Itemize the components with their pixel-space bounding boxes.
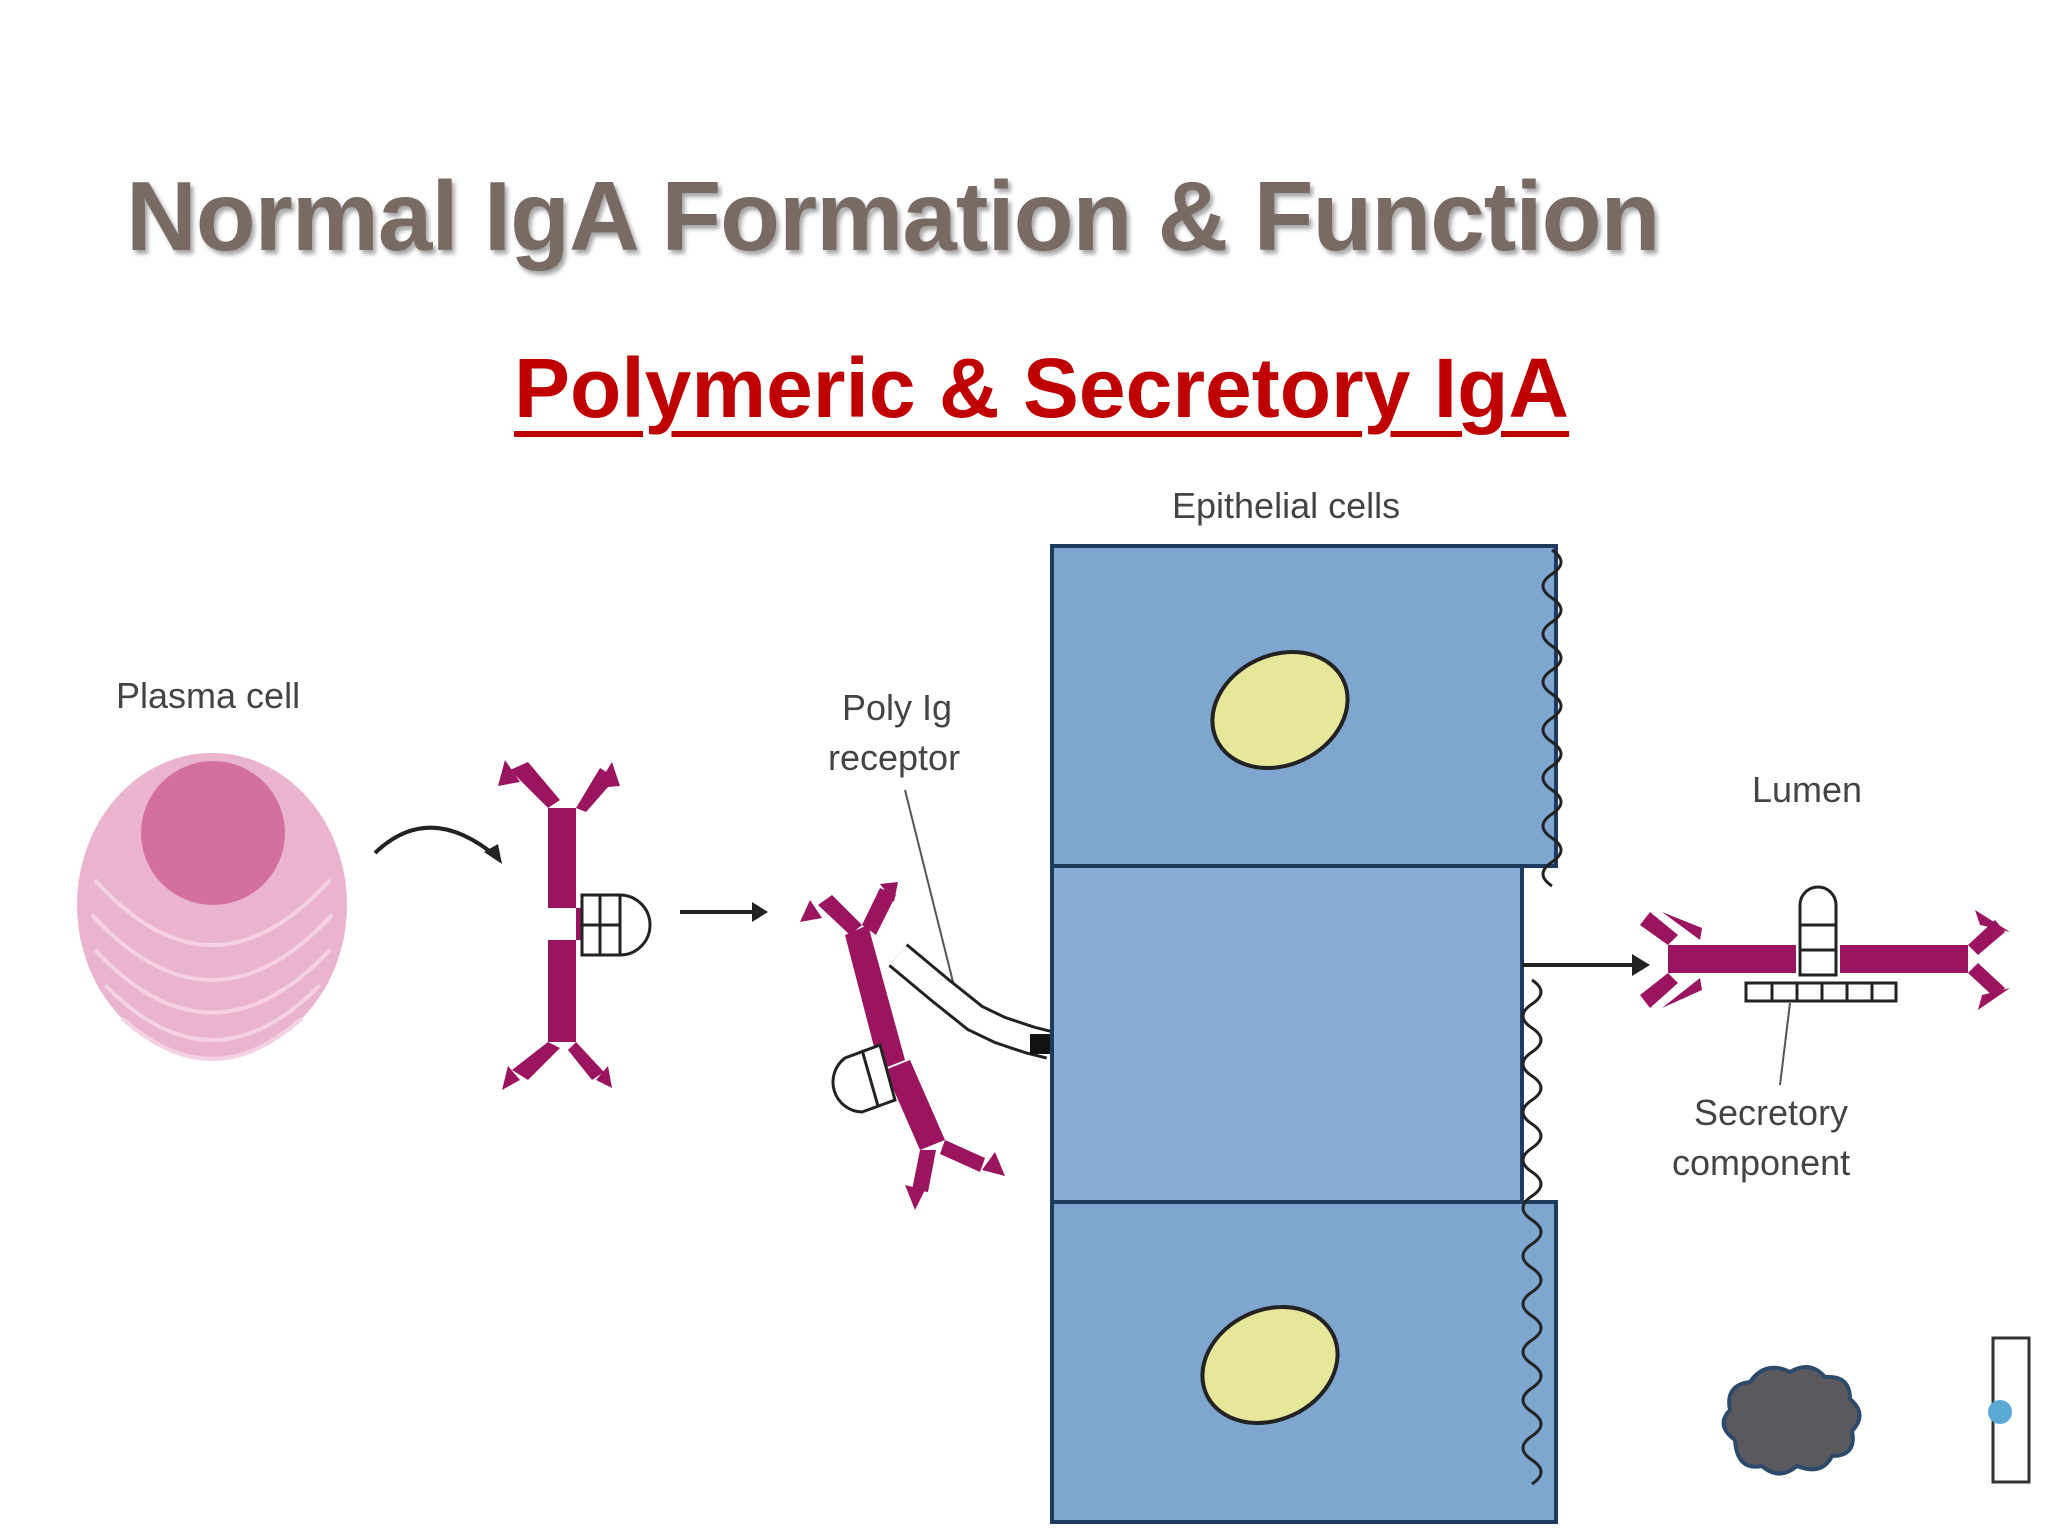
plasma-cell-label: Plasma cell bbox=[116, 675, 300, 716]
secretion-arrow bbox=[373, 825, 502, 864]
plasma-cell bbox=[77, 753, 347, 1061]
poly-ig-receptor-label-line2: receptor bbox=[828, 737, 960, 778]
lumen-arrow bbox=[1522, 954, 1650, 976]
lumen-label: Lumen bbox=[1752, 769, 1862, 810]
receptor-leader-line bbox=[904, 789, 956, 991]
secretory-component-label-line1: Secretory bbox=[1694, 1092, 1848, 1133]
epithelial-cells bbox=[1050, 544, 1563, 1524]
iga-receptor-complex bbox=[800, 882, 1054, 1210]
slide-subtitle: Polymeric & Secretory IgA bbox=[514, 341, 1570, 435]
epithelial-cells-label: Epithelial cells bbox=[1172, 485, 1400, 526]
corner-thumbnail bbox=[1988, 1336, 2031, 1484]
transport-arrow bbox=[680, 902, 768, 922]
cloud-icon[interactable] bbox=[1721, 1365, 1862, 1476]
dimeric-iga-1 bbox=[498, 760, 652, 1090]
secretory-iga bbox=[1640, 885, 2010, 1086]
secretory-component-label-line2: component bbox=[1672, 1142, 1850, 1183]
slide-title: Normal IgA Formation & Function bbox=[126, 161, 1660, 271]
poly-ig-receptor-label-line1: Poly Ig bbox=[842, 687, 952, 728]
